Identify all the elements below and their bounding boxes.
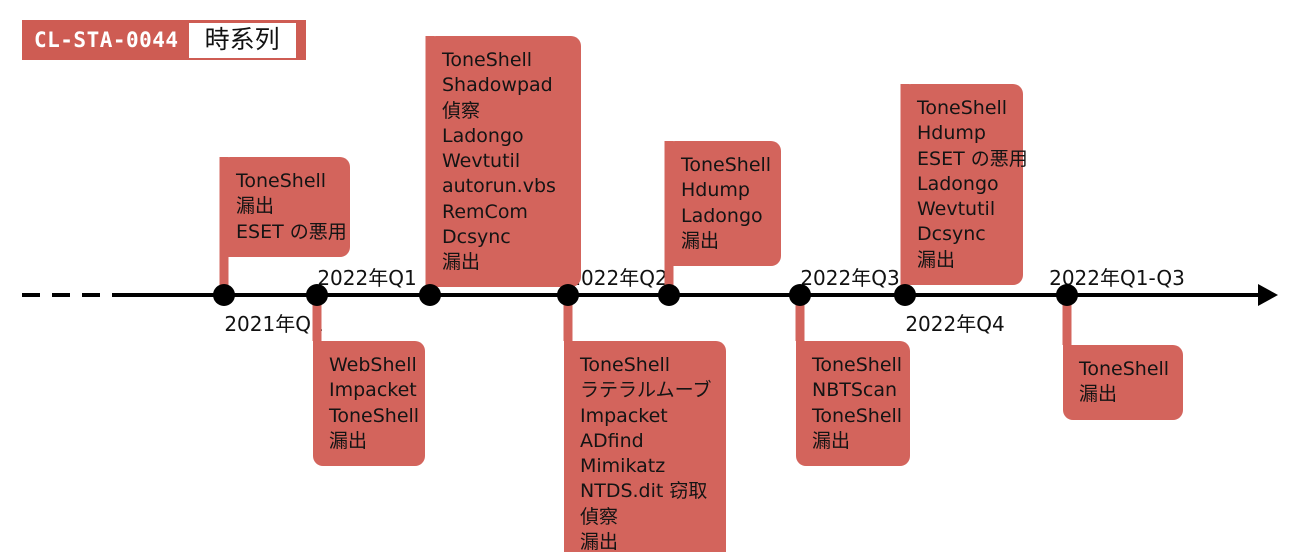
event-item: ラテラルムーブ: [580, 379, 712, 402]
event-item: Wevtutil: [442, 150, 521, 173]
timeline-node-dot[interactable]: [419, 284, 441, 306]
event-item: 偵察: [442, 99, 481, 122]
event-item: 漏出: [681, 229, 720, 252]
event-item: 偵察: [580, 505, 619, 528]
event-item: Ladongo: [681, 204, 763, 227]
event-item: 漏出: [580, 530, 619, 552]
timeline-node-label: 2022年Q2: [568, 266, 668, 290]
event-item: Impacket: [580, 404, 668, 427]
event-item: ESET の悪用: [236, 220, 347, 243]
event-item: 漏出: [917, 248, 956, 271]
timeline-node-dot[interactable]: [894, 284, 916, 306]
timeline-node-label: 2022年Q4: [905, 312, 1005, 336]
event-item: ToneShell: [681, 154, 772, 176]
event-item: Hdump: [917, 122, 986, 145]
event-item: Impacket: [329, 379, 417, 402]
event-item: NBTScan: [812, 379, 898, 402]
event-item: ToneShell: [1079, 358, 1170, 380]
event-item: 漏出: [812, 429, 851, 452]
event-item: autorun.vbs: [442, 175, 556, 198]
event-item: WebShell: [329, 354, 417, 376]
timeline-axis-line: [115, 293, 1265, 297]
event-item: 漏出: [236, 195, 275, 218]
event-item: ToneShell: [329, 404, 420, 427]
event-item: RemCom: [442, 200, 528, 223]
event-item: 漏出: [442, 251, 481, 274]
event-item: ToneShell: [580, 354, 671, 376]
event-stem: [795, 295, 805, 341]
event-item: ToneShell: [917, 97, 1008, 119]
event-item: ToneShell: [236, 170, 327, 192]
event-item: 漏出: [329, 429, 368, 452]
event-item: Ladongo: [442, 124, 524, 147]
timeline-node-dot[interactable]: [789, 284, 811, 306]
event-callout: ToneShell 漏出: [1063, 345, 1183, 420]
event-item: ToneShell: [812, 354, 903, 376]
event-item: Shadowpad: [442, 74, 553, 97]
event-item: 漏出: [1079, 383, 1118, 406]
event-item: ToneShell: [442, 49, 533, 71]
header-badge: CL-STA-0044 時系列: [22, 20, 306, 60]
event-item: Dcsync: [442, 225, 511, 248]
timeline-node-dot[interactable]: [1056, 284, 1078, 306]
timeline-arrow-icon: [1258, 284, 1278, 306]
event-item: NTDS.dit 窃取: [580, 480, 708, 503]
threat-actor-code: CL-STA-0044: [34, 28, 179, 52]
event-stem: [1062, 295, 1072, 345]
timeline-node-label: 2021年Q1: [224, 312, 324, 336]
timeline-node-dot[interactable]: [213, 284, 235, 306]
event-item: Mimikatz: [580, 455, 666, 478]
timeline-axis-dashed-segment: [22, 293, 118, 297]
page-title: 時系列: [188, 22, 296, 58]
event-item: ToneShell: [812, 404, 903, 427]
event-item: Wevtutil: [917, 198, 996, 221]
timeline-node-label: 2022年Q1: [317, 266, 417, 290]
event-stem: [563, 295, 573, 341]
timeline-node-dot[interactable]: [557, 284, 579, 306]
event-stem: [312, 295, 322, 341]
event-item: Ladongo: [917, 172, 999, 195]
timeline-node-label: 2022年Q3: [800, 266, 900, 290]
event-item: Hdump: [681, 179, 750, 202]
timeline-node-dot[interactable]: [306, 284, 328, 306]
event-item: ADfind: [580, 429, 644, 452]
event-item: Dcsync: [917, 223, 986, 246]
event-item: ESET の悪用: [917, 147, 1028, 170]
timeline-node-dot[interactable]: [658, 284, 680, 306]
